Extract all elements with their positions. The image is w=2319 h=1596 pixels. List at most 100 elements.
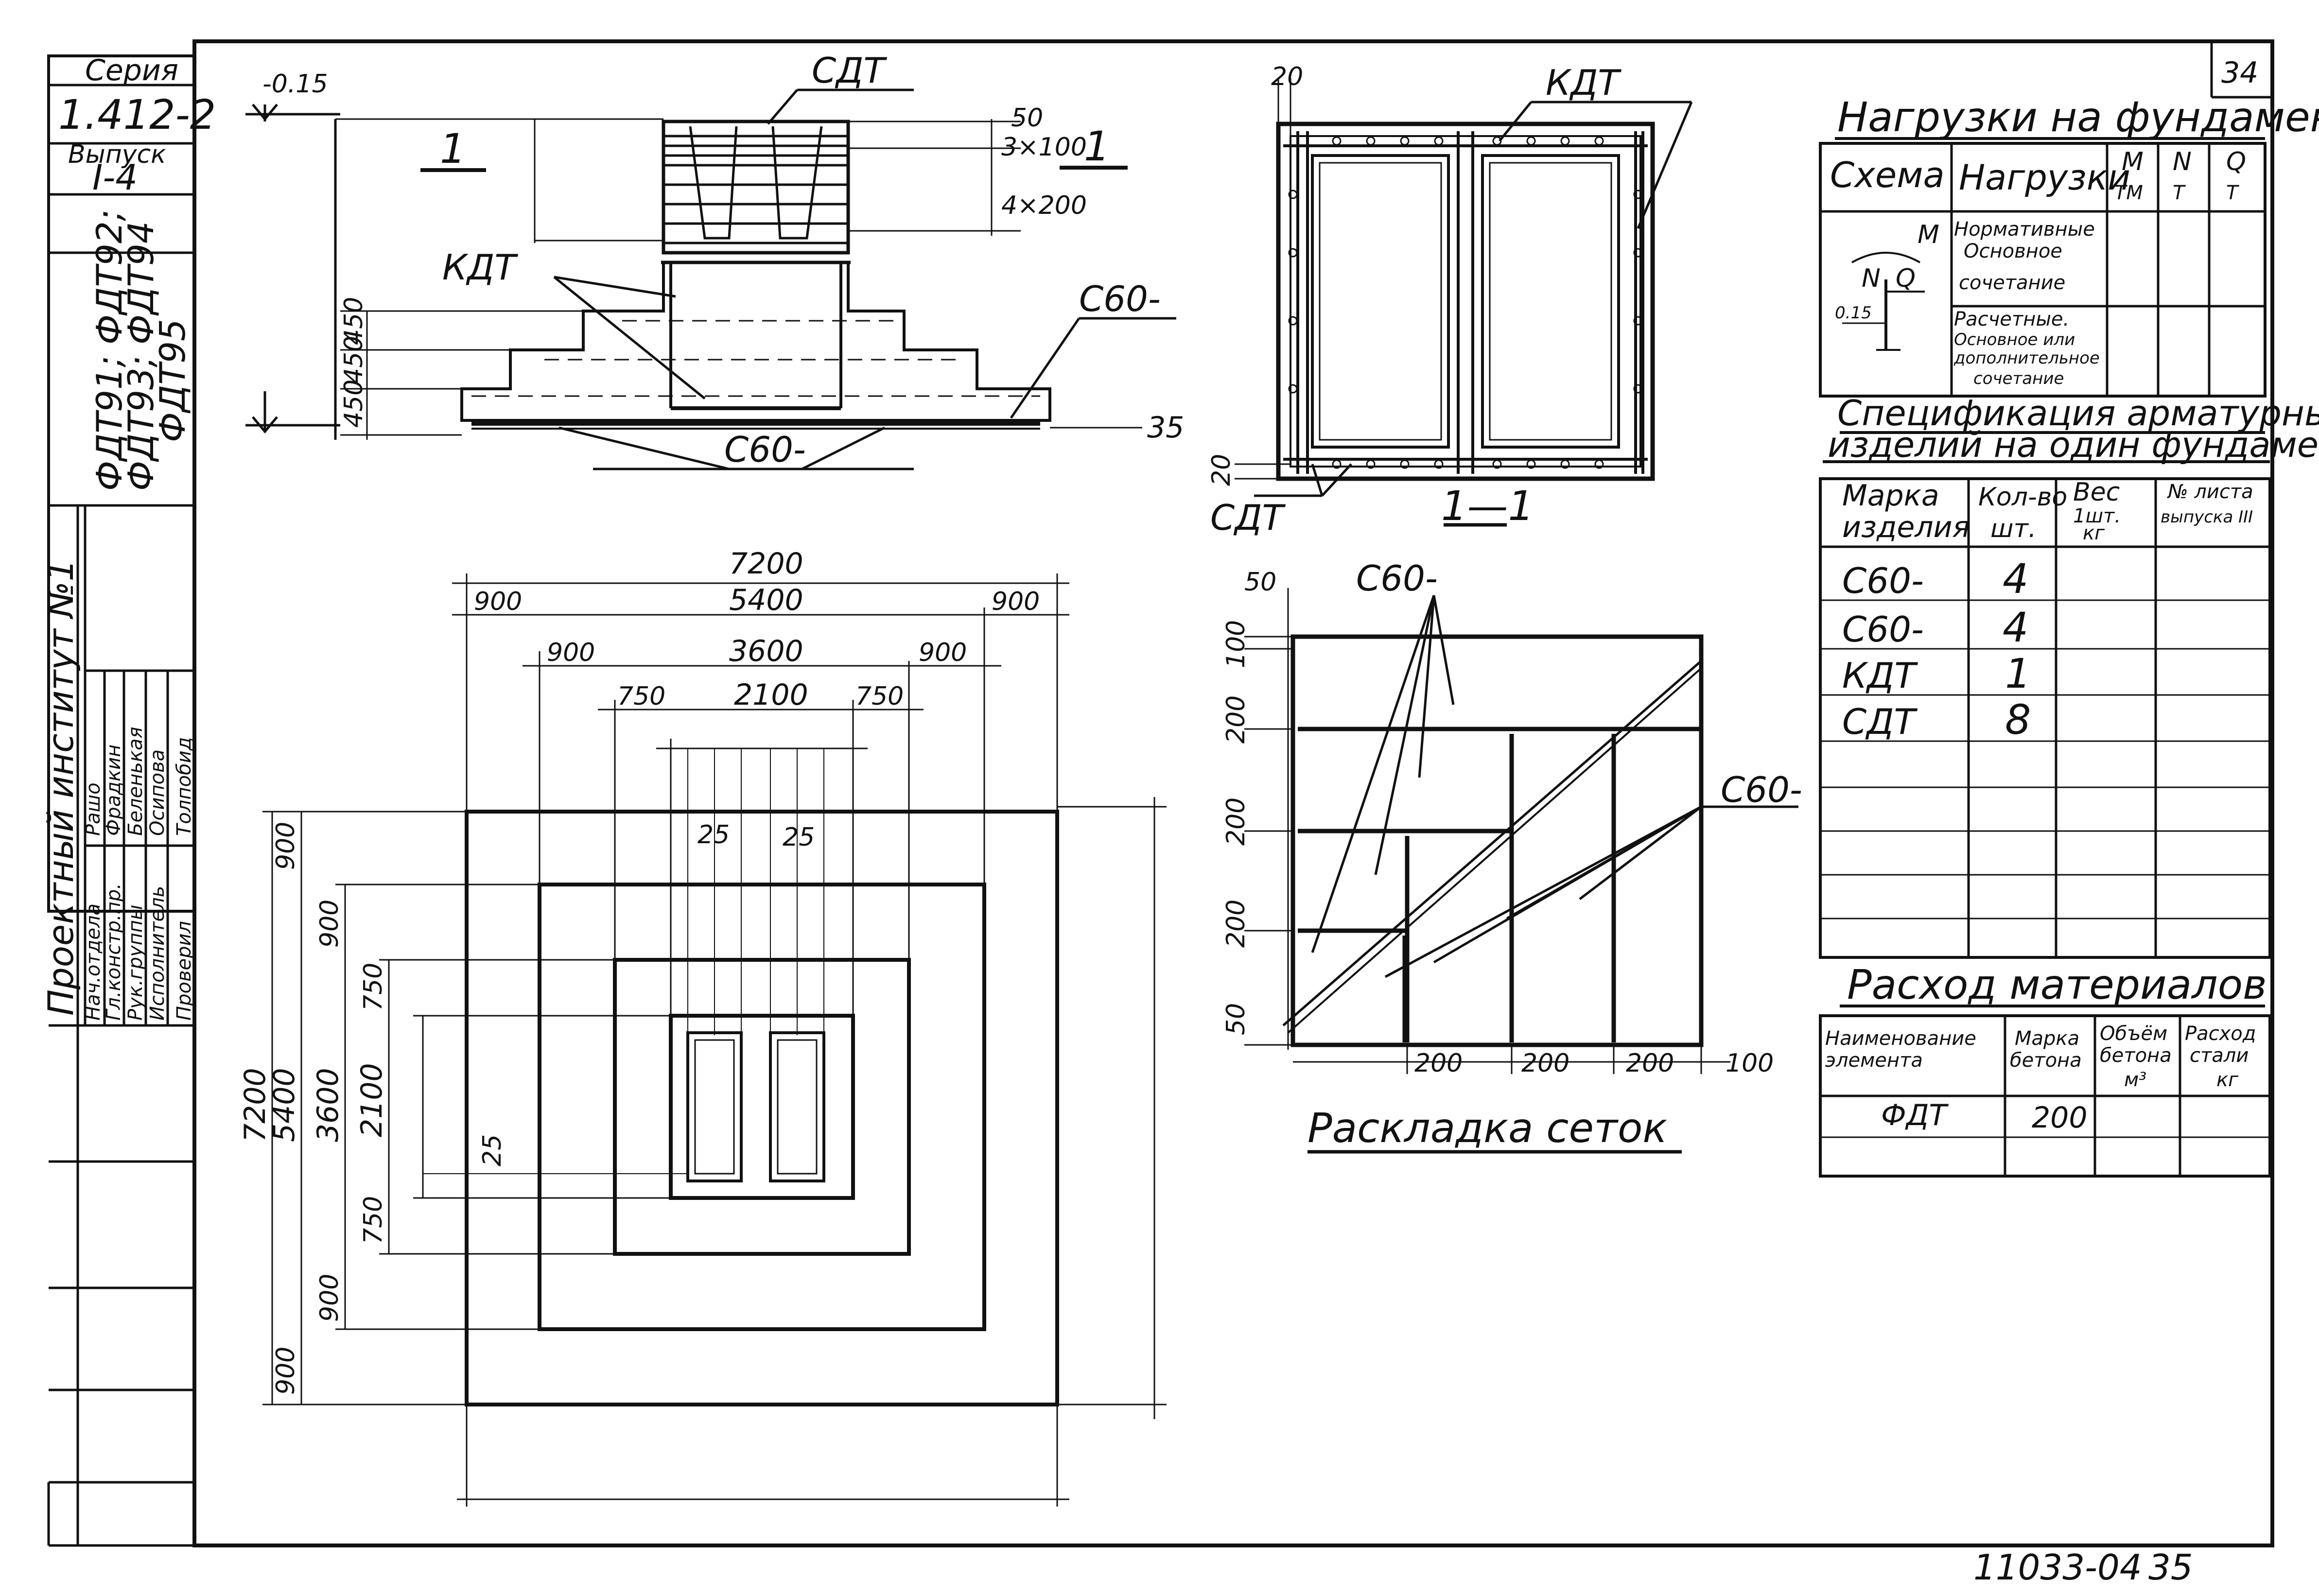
label-c60-bottom: С60- [724, 429, 806, 470]
name-5: Толпобид [173, 737, 195, 836]
loads-title: Нагрузки на фундамент [1837, 93, 2319, 141]
dim-right-50: 50 [1011, 104, 1043, 133]
loads-row2-l1: Расчетные. [1954, 308, 2069, 330]
name-4: Осипова [146, 749, 169, 836]
marks-line1: ФДТ91; ФДТ92; [89, 209, 130, 491]
issue-label: Выпуск [68, 140, 166, 169]
dim-left-450-3: 450 [339, 380, 368, 428]
mesh-label-right: С60- [1721, 769, 1802, 810]
role-2: Гл.констр.пр. [103, 883, 125, 1021]
loads-h-loads: Нагрузки [1959, 157, 2130, 198]
loads-h-scheme: Схема [1830, 155, 1945, 195]
materials-table [1819, 1005, 2271, 1178]
plan-dim-2100-left: 2100 [355, 1063, 389, 1137]
institute-name: Проектный институт №1 [40, 559, 81, 1016]
loads-h-n: N [2173, 147, 2192, 176]
mesh-dim-200-3: 200 [1221, 900, 1251, 948]
mesh-dim-bottom-200-2: 200 [1521, 1049, 1569, 1078]
plan-dim-25-l: 25 [697, 820, 730, 850]
plan-dim-900-tl: 900 [474, 587, 522, 616]
stamp-page: 35 [2148, 1547, 2193, 1588]
plan-dim-2100-top: 2100 [734, 678, 808, 712]
mesh-layout-title: Раскладка сеток [1308, 1104, 1667, 1152]
loads-row2-l4: сочетание [1973, 369, 2064, 388]
spec-row1-mark: С60- [1842, 560, 1924, 601]
spec-row1-qty: 4 [2003, 555, 2028, 603]
loads-row1-l1: Нормативные [1954, 218, 2095, 241]
spec-row4-mark: СДТ [1842, 701, 1918, 742]
mesh-dim-200-2: 200 [1221, 798, 1251, 846]
mat-h-steel-2: стали [2190, 1044, 2249, 1067]
spec-h-sheet-1: № листа [2167, 481, 2253, 503]
spec-h-weight-2: 1шт. [2073, 505, 2121, 527]
spec-row3-qty: 1 [2005, 650, 2031, 697]
mesh-dim-50-top: 50 [1244, 568, 1276, 597]
spec-table [1819, 431, 2271, 959]
dim-right-3x100: 3×100 [1001, 133, 1087, 162]
mat-row-element: ФДТ [1881, 1098, 1949, 1132]
mat-row-grade: 200 [2032, 1101, 2088, 1135]
elevation-top: -0.15 [262, 69, 328, 99]
marks-line3: ФДТ95 [152, 319, 193, 442]
mesh-dim-50-bottom: 50 [1221, 1003, 1251, 1035]
section-1-elevation [245, 88, 1176, 470]
mat-h-steel-3: кг [2216, 1069, 2239, 1091]
mesh-dim-100: 100 [1221, 620, 1251, 668]
plan-dim-25-r: 25 [783, 823, 815, 852]
mat-h-vol-1: Объём [2100, 1023, 2167, 1045]
name-2: Фрадкин [103, 745, 125, 836]
loads-row1-l2: Основное [1964, 240, 2062, 262]
dim-left-450-1: 450 [339, 297, 368, 345]
section-1-label-left: 1 [440, 125, 466, 173]
label-kdt-left: КДТ [442, 247, 518, 288]
plan-dim-900-lb2: 900 [315, 1274, 344, 1322]
loads-row2-l2: Основное или [1954, 330, 2075, 349]
title-block [47, 54, 196, 1547]
role-3: Рук.группы [124, 904, 147, 1021]
plan-dim-750-lb: 750 [359, 1196, 388, 1244]
role-5: Проверил [173, 921, 195, 1021]
marks-line2: ФДТ93; ФДТ94 [121, 221, 161, 491]
scheme-q: Q [1896, 264, 1916, 293]
loads-h-m-unit: ТМ [2114, 182, 2143, 204]
plan-dim-900-mr: 900 [919, 638, 967, 667]
series-number: 1.412-2 [58, 91, 216, 139]
plan-dim-900-tr: 900 [992, 587, 1040, 616]
materials-title: Расход материалов [1847, 961, 2267, 1008]
mat-h-vol-2: бетона [2100, 1044, 2172, 1067]
plan-dim-7200-top: 7200 [729, 547, 803, 581]
plan-dim-900-lt1: 900 [271, 822, 300, 870]
plan-dim-750-lt: 750 [359, 963, 388, 1011]
spec-h-qty-2: шт. [1990, 514, 2036, 543]
loads-h-n-unit: Т [2173, 182, 2186, 204]
dim-left-450-2: 450 [339, 336, 368, 384]
plan-dim-900-lt2: 900 [315, 900, 344, 948]
scheme-n: N [1862, 264, 1881, 293]
loads-h-q-unit: Т [2226, 182, 2240, 204]
mesh-label-top: С60- [1356, 558, 1438, 599]
section-1-1-title: 1—1 [1441, 482, 1534, 530]
mat-h-name-1: Наименование [1825, 1027, 1976, 1050]
mesh-dim-bottom-100: 100 [1726, 1049, 1774, 1078]
dim-bottom-35: 35 [1147, 411, 1184, 445]
plan-dim-5400-top: 5400 [729, 583, 803, 617]
spec-title-2: изделий на один фундамент [1828, 424, 2319, 465]
role-4: Исполнитель [146, 886, 169, 1021]
scheme-m: M [1918, 220, 1939, 249]
scheme-elev: 0.15 [1835, 303, 1872, 323]
mat-h-steel-1: Расход [2185, 1023, 2256, 1045]
spec-row4-qty: 8 [2005, 696, 2031, 744]
mesh-dim-bottom-200-3: 200 [1626, 1049, 1674, 1078]
loads-row1-l3: сочетание [1959, 272, 2065, 294]
mat-h-vol-3: м³ [2124, 1069, 2146, 1091]
dim-20-bottom: 20 [1207, 454, 1236, 486]
plan-dim-7200-left: 7200 [238, 1068, 272, 1142]
mesh-dim-bottom-200-1: 200 [1414, 1049, 1463, 1078]
marks-rotated: ФДТ91; ФДТ92; ФДТ93; ФДТ94 ФДТ95 [89, 209, 193, 491]
loads-h-m: M [2122, 147, 2144, 176]
spec-h-mark-1: Марка [1842, 479, 1939, 513]
stamp-code: 11033-04 [1973, 1547, 2142, 1588]
foundation-plan [262, 573, 1167, 1507]
mat-h-grade-1: Марка [2015, 1027, 2079, 1050]
